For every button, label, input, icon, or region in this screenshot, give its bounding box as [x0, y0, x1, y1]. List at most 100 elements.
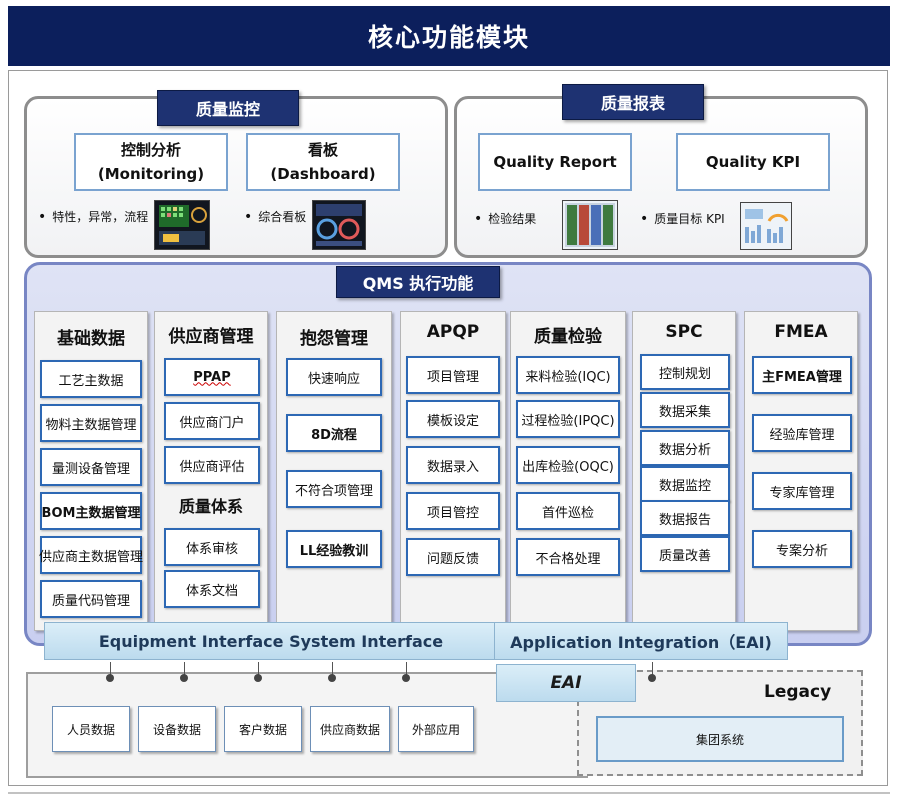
monitoring-box-subtitle: (Monitoring)	[97, 165, 205, 183]
equipment-interface-bar[interactable]: Equipment Interface System Interface	[44, 622, 498, 660]
monitoring-box-title: 控制分析	[120, 141, 181, 159]
spc-item[interactable]: 数据采集	[640, 392, 730, 428]
basic-data-item[interactable]: BOM主数据管理	[40, 492, 142, 530]
monitoring-box[interactable]: 控制分析 (Monitoring)	[74, 133, 228, 191]
connector-line	[332, 662, 333, 680]
report-table-icon	[565, 203, 615, 247]
connector-line	[652, 662, 653, 680]
eai-bar[interactable]: Application Integration（EAI)	[494, 622, 788, 660]
title-bar: 核心功能模块	[8, 6, 890, 66]
quality-report-box[interactable]: Quality Report	[478, 133, 632, 191]
data-source-box[interactable]: 客户数据	[224, 706, 302, 752]
spc-item[interactable]: 质量改善	[640, 536, 730, 572]
legacy-label: Legacy	[764, 682, 832, 702]
supplier-item[interactable]: 供应商评估	[164, 446, 260, 484]
monitoring-thumbnail	[154, 200, 210, 250]
inspection-item[interactable]: 不合格处理	[516, 538, 620, 576]
apqp-item[interactable]: 模板设定	[406, 400, 500, 438]
supplier-item[interactable]: PPAP	[164, 358, 260, 396]
page-title: 核心功能模块	[367, 23, 530, 52]
basic-data-item[interactable]: 供应商主数据管理	[39, 536, 143, 574]
column-header: 质量检验	[534, 327, 602, 347]
connector-line	[258, 662, 259, 680]
inspection-item[interactable]: 首件巡检	[516, 492, 620, 530]
basic-data-item[interactable]: 质量代码管理	[40, 580, 142, 618]
connector-line	[110, 662, 111, 680]
fmea-item[interactable]: 主FMEA管理	[752, 356, 852, 394]
spc-item[interactable]: 数据监控	[640, 466, 730, 502]
apqp-item[interactable]: 项目管控	[406, 492, 500, 530]
monitoring-note-text: 特性，异常，流程	[52, 210, 149, 224]
bullet-icon: •	[244, 208, 253, 225]
bullet-icon: •	[38, 208, 47, 225]
dashboard-thumbnail	[312, 200, 366, 250]
quality-system-item[interactable]: 体系审核	[164, 528, 260, 566]
report-tag: 质量报表	[562, 84, 704, 120]
monitoring-note: • 特性，异常，流程	[38, 208, 148, 225]
apqp-item[interactable]: 问题反馈	[406, 538, 500, 576]
column-header: FMEA	[774, 322, 828, 342]
spc-item[interactable]: 数据报告	[640, 500, 730, 536]
data-source-box[interactable]: 设备数据	[138, 706, 216, 752]
kpi-note-text: 质量目标 KPI	[654, 212, 725, 226]
inspection-item[interactable]: 来料检验(IQC)	[516, 356, 620, 394]
monitoring-tag: 质量监控	[157, 90, 299, 126]
outer-frame	[8, 70, 888, 786]
connector-dot	[106, 674, 114, 682]
fmea-item[interactable]: 专案分析	[752, 530, 852, 568]
column-header: 基础数据	[57, 329, 125, 349]
connector-dot	[254, 674, 262, 682]
complaint-item[interactable]: 不符合项管理	[286, 470, 382, 508]
group-system-box[interactable]: 集团系统	[596, 716, 844, 762]
dashboard-note: • 综合看板	[244, 208, 306, 225]
report-note: • 检验结果	[474, 210, 536, 227]
bullet-icon: •	[474, 210, 483, 227]
fmea-item[interactable]: 专家库管理	[752, 472, 852, 510]
spc-item[interactable]: 控制规划	[640, 354, 730, 390]
eai-tag[interactable]: EAI	[496, 664, 636, 702]
dashboard-box[interactable]: 看板 (Dashboard)	[246, 133, 400, 191]
monitoring-chart-icon	[159, 205, 207, 245]
kpi-note: • 质量目标 KPI	[640, 210, 725, 227]
data-source-box[interactable]: 外部应用	[398, 706, 474, 752]
basic-data-item[interactable]: 量测设备管理	[40, 448, 142, 486]
report-note-text: 检验结果	[488, 212, 537, 226]
column-header: SPC	[665, 322, 703, 342]
qms-tag: QMS 执行功能	[336, 266, 500, 298]
connector-dot	[648, 674, 656, 682]
quality-system-item[interactable]: 体系文档	[164, 570, 260, 608]
kpi-thumbnail	[740, 202, 792, 250]
apqp-item[interactable]: 项目管理	[406, 356, 500, 394]
basic-data-item[interactable]: 工艺主数据	[40, 360, 142, 398]
data-source-box[interactable]: 人员数据	[52, 706, 130, 752]
column-header: 抱怨管理	[300, 329, 368, 349]
column-header: 供应商管理	[168, 327, 254, 347]
complaint-item[interactable]: 快速响应	[286, 358, 382, 396]
connector-dot	[402, 674, 410, 682]
supplier-item[interactable]: 供应商门户	[164, 402, 260, 440]
dashboard-box-subtitle: (Dashboard)	[270, 165, 376, 183]
dashboard-box-title: 看板	[307, 141, 338, 159]
column-subheader: 质量体系	[178, 497, 243, 516]
inspection-item[interactable]: 出库检验(OQC)	[516, 446, 620, 484]
bullet-icon: •	[640, 210, 649, 227]
connector-dot	[328, 674, 336, 682]
dashboard-chart-icon	[316, 204, 362, 246]
apqp-item[interactable]: 数据录入	[406, 446, 500, 484]
connector-line	[406, 662, 407, 680]
quality-kpi-box[interactable]: Quality KPI	[676, 133, 830, 191]
eai-tag-label: EAI	[550, 673, 582, 693]
spc-item[interactable]: 数据分析	[640, 430, 730, 466]
bottom-rule	[8, 792, 890, 794]
connector-dot	[180, 674, 188, 682]
data-source-box[interactable]: 供应商数据	[310, 706, 390, 752]
column-header: APQP	[426, 322, 480, 342]
dashboard-note-text: 综合看板	[258, 210, 307, 224]
fmea-item[interactable]: 经验库管理	[752, 414, 852, 452]
complaint-item[interactable]: LL经验教训	[286, 530, 382, 568]
basic-data-item[interactable]: 物料主数据管理	[40, 404, 142, 442]
inspection-item[interactable]: 过程检验(IPQC)	[516, 400, 620, 438]
complaint-item[interactable]: 8D流程	[286, 414, 382, 452]
report-thumbnail	[562, 200, 618, 250]
connector-line	[184, 662, 185, 680]
